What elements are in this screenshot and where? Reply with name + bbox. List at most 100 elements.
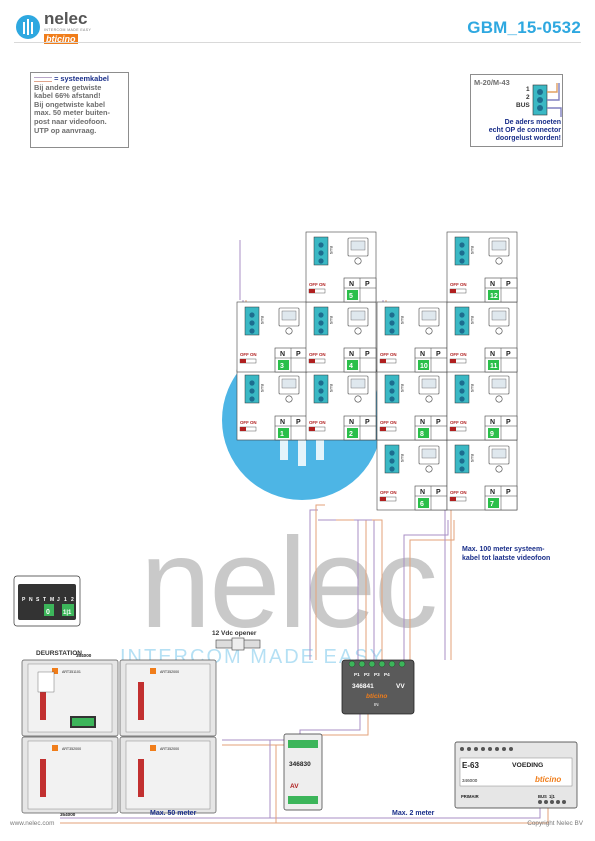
max-50-note: Max. 50 meter (150, 810, 197, 817)
dip-green (44, 604, 54, 616)
videophone-button-icon (495, 465, 503, 473)
psu-screw (460, 747, 464, 751)
note-line: UTP op aanvraag. (34, 125, 97, 135)
psu-screw (467, 747, 471, 751)
terminal-2-label: 2 (526, 94, 530, 101)
bus-label: BUS (400, 454, 405, 463)
warning-line: De aders moeten (504, 119, 561, 126)
terminal-screw (318, 396, 324, 402)
videophone-screen (281, 378, 297, 389)
door-station-label: DEURSTATION (36, 650, 82, 657)
distributor-in: IN (374, 702, 379, 707)
system-cable (409, 520, 455, 660)
n-label: N (349, 419, 354, 426)
terminal-screw (459, 388, 465, 394)
terminal-screw (459, 380, 465, 386)
module-cable (40, 759, 46, 797)
interface-terminal (288, 740, 318, 748)
unit-number: 8 (420, 431, 424, 438)
psu-screw (488, 747, 492, 751)
cable-code: 354000 (60, 812, 76, 817)
off-on-label: OFF ON (450, 490, 467, 495)
off-on-knob (450, 497, 456, 501)
unit-number: 2 (349, 431, 353, 438)
terminal-screw (318, 242, 324, 248)
terminal-screw (459, 250, 465, 256)
max-100-line: kabel tot laatste videofoon (462, 555, 551, 562)
psu-screw (474, 747, 478, 751)
terminal-1-label: 1 (526, 86, 530, 93)
off-on-knob (309, 427, 315, 431)
address-n-cell (418, 498, 429, 508)
psu-screw (538, 800, 542, 804)
dip-label: J (57, 597, 60, 603)
off-on-label: OFF ON (450, 282, 467, 287)
terminal-screw (389, 466, 395, 472)
terminal-screw (459, 466, 465, 472)
off-on-label: OFF ON (240, 420, 257, 425)
psu-label: VOEDING (512, 762, 543, 769)
terminal-screw (389, 312, 395, 318)
n-label: N (280, 351, 285, 358)
note-line: Bij andere getwiste (34, 82, 102, 92)
unit-number: 5 (349, 293, 353, 300)
terminal-block-green (72, 718, 94, 726)
bus-label: BUS (260, 384, 265, 393)
videophone-screen (491, 240, 507, 251)
unit-number: 6 (420, 501, 424, 508)
unit-number: 9 (490, 431, 494, 438)
system-cable (315, 504, 325, 660)
n-label: N (349, 351, 354, 358)
p-label: P (365, 351, 370, 358)
off-on-label: OFF ON (240, 352, 257, 357)
off-on-knob (380, 359, 386, 363)
distributor-vv: VV (396, 683, 405, 690)
unit-number: 11 (490, 363, 498, 370)
bus-label: BUS (470, 246, 475, 255)
videophone-button-icon (495, 327, 503, 335)
max-100-line: Max. 100 meter systeem- (462, 546, 545, 553)
max-2-note: Max. 2 meter (392, 810, 435, 817)
warning-line: echt OP de connector (488, 127, 561, 134)
videophone-button-icon (425, 465, 433, 473)
p-label: P (365, 419, 370, 426)
address-n-cell (418, 360, 429, 370)
bus-label: BUS (400, 316, 405, 325)
address-n-cell (347, 360, 358, 370)
off-on-knob (450, 289, 456, 293)
n-label: N (420, 419, 425, 426)
note-line: kabel 66% afstand! (34, 91, 101, 101)
bus-label: BUS (400, 384, 405, 393)
distributor-screw (358, 660, 366, 668)
note-line: Bij ongetwiste kabel (34, 99, 106, 109)
p-label: P (506, 351, 511, 358)
interface-code: 346830 (289, 761, 311, 768)
p-label: P (436, 351, 441, 358)
system-cable (354, 519, 375, 660)
p-label: P (506, 419, 511, 426)
bus-label: BUS (329, 316, 334, 325)
p-label: P (506, 281, 511, 288)
off-on-label: OFF ON (380, 490, 397, 495)
document-code: GBM_15-0532 (467, 18, 581, 37)
system-cable (269, 740, 541, 819)
unit-number: 1 (280, 431, 284, 438)
videophone-screen (350, 240, 366, 251)
terminal-screw (389, 396, 395, 402)
unit-number: 4 (349, 363, 353, 370)
address-n-cell (418, 428, 429, 438)
terminal-screw (459, 320, 465, 326)
dip-label: 2 (71, 597, 74, 603)
port-label: P2 (364, 672, 370, 677)
terminal-screw (249, 388, 255, 394)
p-label: P (436, 489, 441, 496)
bus-warning: De aders moeten echt OP de connector doo… (473, 119, 561, 143)
p-label: P (365, 281, 370, 288)
